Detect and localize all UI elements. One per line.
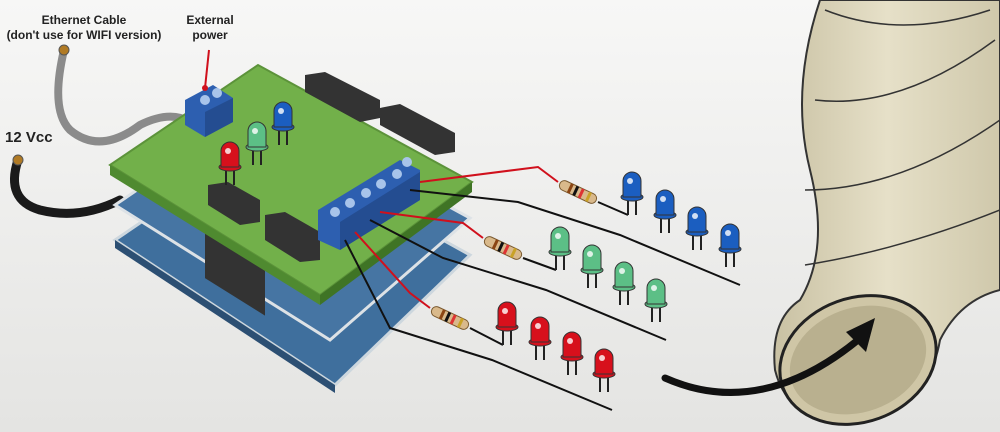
- led-green-4: [644, 278, 668, 322]
- board-stack: [108, 49, 474, 393]
- led-blue-3: [685, 206, 709, 250]
- ethernet-label-line2: (don't use for WIFI version): [6, 28, 162, 42]
- header-top-right: [380, 104, 455, 155]
- external-power-line2: power: [192, 28, 228, 42]
- external-power-terminal: [185, 85, 233, 137]
- led-green-2: [580, 244, 604, 288]
- power-cable: [10, 155, 125, 218]
- airflow-arrow: [661, 318, 875, 396]
- wire-return: [369, 219, 667, 341]
- output-terminals: [318, 157, 420, 250]
- led-red-2: [528, 316, 552, 360]
- led-blue-4: [718, 223, 742, 267]
- resistor-red: [430, 306, 470, 330]
- vcc-label: 12 Vcc: [5, 129, 53, 146]
- wire-positive: [379, 211, 484, 239]
- ethernet-label-line1: Ethernet Cable: [41, 13, 127, 27]
- ethernet-cable-label: Ethernet Cable (don't use for WIFI versi…: [0, 13, 168, 43]
- external-power-pointer: [204, 49, 210, 89]
- led-blue-1: [620, 171, 644, 215]
- external-power-label: External power: [175, 13, 245, 43]
- wires: [344, 165, 741, 411]
- resistor-green: [483, 236, 523, 260]
- resistor-blue: [558, 180, 598, 204]
- board-led-green: [245, 121, 269, 165]
- header-bottom-right: [265, 212, 320, 262]
- external-power-line1: External: [186, 13, 234, 27]
- wire-positive: [354, 231, 431, 309]
- wire-return: [344, 239, 613, 411]
- tube-duct: [773, 0, 1000, 426]
- led-green-1: [548, 226, 572, 270]
- ethernet-cable: [54, 46, 194, 146]
- ethernet-cable-end: [58, 44, 70, 56]
- led-red-4: [592, 348, 616, 392]
- header-top-left: [305, 72, 380, 122]
- led-green-3: [612, 261, 636, 305]
- led-blue-2: [653, 189, 677, 233]
- header-bottom-left: [208, 182, 260, 225]
- board-led-red: [218, 141, 242, 185]
- wire-return: [409, 189, 741, 286]
- led-red-1: [495, 301, 519, 345]
- wire-positive: [419, 165, 559, 183]
- board-led-blue: [271, 101, 295, 145]
- leds: [218, 101, 742, 392]
- power-cable-end: [12, 154, 24, 166]
- led-red-3: [560, 331, 584, 375]
